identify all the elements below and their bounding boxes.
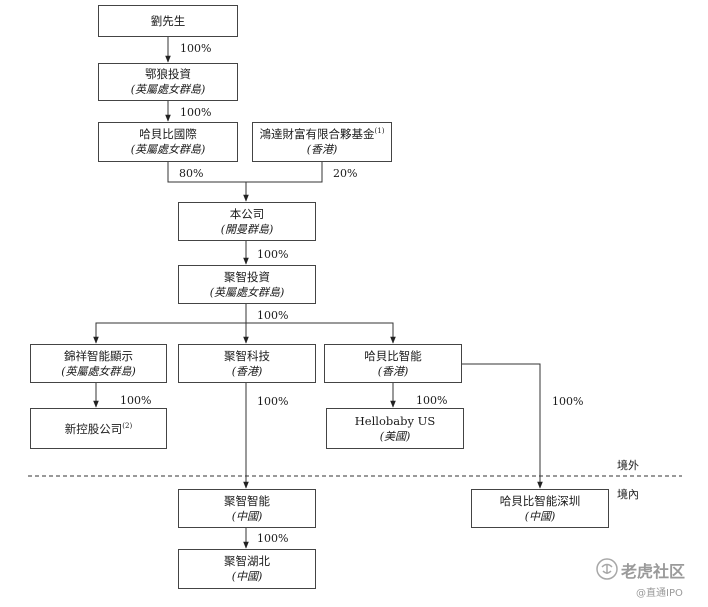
entity-juzhi-inv: 聚智投資 (英屬處女群島) xyxy=(178,265,316,304)
entity-hbi-name: 哈貝比國際 xyxy=(139,127,197,141)
entity-juzhi-smart-jurisdiction: (中國) xyxy=(231,509,263,523)
line-hbi-smart-to-shenzhen xyxy=(462,363,543,489)
entity-hbi-smart-name: 哈貝比智能 xyxy=(364,348,422,363)
entity-hongda-note: (1) xyxy=(374,127,385,136)
pct-company-juzhi-inv: 100% xyxy=(257,248,289,261)
entity-ezhou-name: 鄂狼投資 xyxy=(145,67,191,81)
entity-ezhou: 鄂狼投資 (英屬處女群島) xyxy=(98,63,238,101)
entity-juzhi-smart: 聚智智能 (中國) xyxy=(178,489,316,528)
entity-company-jurisdiction: (開曼群島) xyxy=(220,222,274,236)
zone-onshore-label: 境內 xyxy=(617,488,639,501)
entity-hbi: 哈貝比國際 (英屬處女群島) xyxy=(98,122,238,162)
entity-hongda-name: 鴻達財富有限合夥基金 xyxy=(259,127,375,141)
entity-juzhi-smart-name: 聚智智能 xyxy=(224,493,270,508)
entity-hellobaby-jurisdiction: (美國) xyxy=(379,429,411,443)
entity-newco-note: (2) xyxy=(122,421,133,430)
line-to-hbi-smart xyxy=(246,322,396,344)
watermark: 老虎社区 @直通IPO xyxy=(596,556,702,602)
line-to-jinxiang xyxy=(93,322,246,344)
entity-company-name: 本公司 xyxy=(229,206,265,221)
entity-hbi-smart-jurisdiction: (香港) xyxy=(377,364,409,378)
pct-juzhi-inv-subs: 100% xyxy=(257,309,289,322)
watermark-brand: 老虎社区 xyxy=(621,562,686,581)
watermark-handle: @直通IPO xyxy=(636,588,683,599)
entity-juzhi-inv-name: 聚智投資 xyxy=(224,269,270,284)
entity-juzhi-tech-name: 聚智科技 xyxy=(224,348,270,363)
entity-ezhou-jurisdiction: (英屬處女群島) xyxy=(130,83,206,96)
entity-shenzhen: 哈貝比智能深圳 (中國) xyxy=(471,489,609,528)
entity-hellobaby-name: Hellobaby US xyxy=(354,413,436,428)
entity-hbi-smart: 哈貝比智能 (香港) xyxy=(324,344,462,383)
pct-hbi-company: 80% xyxy=(179,167,204,180)
entity-hellobaby: Hellobaby US (美國) xyxy=(326,408,464,449)
entity-jinxiang-name: 錦祥智能顯示 xyxy=(64,348,133,363)
pct-hbi-smart-shenzhen: 100% xyxy=(552,395,584,408)
entity-newco-name: 新控股公司 xyxy=(64,421,123,436)
pct-liu-ezhou: 100% xyxy=(180,42,212,55)
entity-hbi-jurisdiction: (英屬處女群島) xyxy=(130,143,206,156)
entity-jinxiang-jurisdiction: (英屬處女群島) xyxy=(61,364,136,378)
entity-shenzhen-jurisdiction: (中國) xyxy=(524,509,556,523)
entity-juzhi-tech: 聚智科技 (香港) xyxy=(178,344,316,383)
line-hbi-to-merge xyxy=(167,162,323,183)
entity-jinxiang: 錦祥智能顯示 (英屬處女群島) xyxy=(30,344,167,383)
entity-newco-name-line: 新控股公司(2) xyxy=(65,421,132,437)
pct-smart-hubei: 100% xyxy=(257,532,289,545)
entity-hongda: 鴻達財富有限合夥基金(1) (香港) xyxy=(252,122,392,162)
pct-tech-smart: 100% xyxy=(257,395,289,408)
entity-newco: 新控股公司(2) xyxy=(30,408,167,449)
zone-offshore-label: 境外 xyxy=(617,459,639,472)
pct-ezhou-hbi: 100% xyxy=(180,106,212,119)
entity-hubei-jurisdiction: (中國) xyxy=(231,570,263,583)
entity-company: 本公司 (開曼群島) xyxy=(178,202,316,241)
entity-juzhi-inv-jurisdiction: (英屬處女群島) xyxy=(209,285,285,299)
pct-hbi-smart-hellobaby: 100% xyxy=(416,394,448,407)
entity-hubei: 聚智湖北 (中國) xyxy=(178,549,316,589)
entity-shenzhen-name: 哈貝比智能深圳 xyxy=(499,493,581,508)
pct-jinxiang-newco: 100% xyxy=(120,394,152,407)
entity-liu-name: 劉先生 xyxy=(150,14,186,28)
pct-hongda-company: 20% xyxy=(333,167,358,180)
entity-hongda-name-line: 鴻達財富有限合夥基金(1) xyxy=(260,126,385,142)
entity-juzhi-tech-jurisdiction: (香港) xyxy=(231,364,263,378)
entity-liu: 劉先生 xyxy=(98,5,238,37)
tiger-logo-icon xyxy=(596,558,618,580)
entity-hubei-name: 聚智湖北 xyxy=(224,554,270,568)
entity-hongda-jurisdiction: (香港) xyxy=(306,143,338,156)
